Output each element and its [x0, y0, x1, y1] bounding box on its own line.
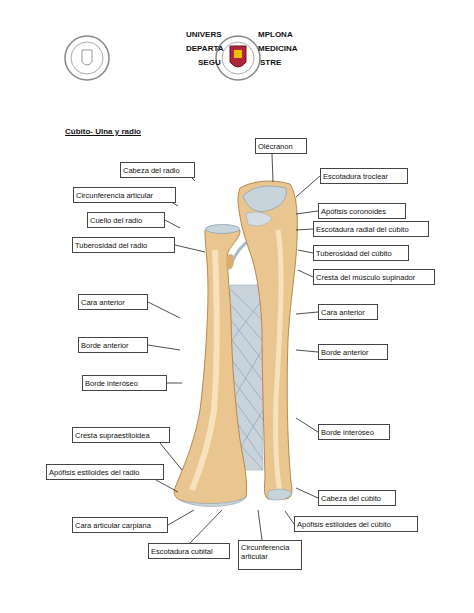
label-box: Cuello del radio — [87, 212, 165, 228]
leader-line — [285, 511, 294, 524]
label-text: Borde anterior — [321, 348, 369, 357]
label-text: Cabeza del cúbito — [321, 494, 381, 503]
leader-line — [258, 510, 262, 540]
label-box: Olécranon — [255, 138, 307, 154]
label-box: Cabeza del radio — [120, 162, 195, 178]
seal-ring — [222, 42, 254, 74]
header-text: UNIVERS — [186, 30, 222, 39]
seal-ring — [71, 42, 103, 74]
fiber — [233, 380, 263, 420]
label-text: Borde interóseo — [85, 379, 138, 388]
label-text: Cuello del radio — [90, 216, 142, 225]
label-text: Cara anterior — [321, 308, 365, 317]
label-text: Circunferencia articular — [241, 543, 299, 561]
radius-bone — [174, 226, 247, 504]
label-box: Escotadura cubital — [148, 543, 230, 559]
label-text: Escotadura radial del cúbito — [316, 225, 409, 234]
label-box: Cabeza del cúbito — [318, 490, 396, 506]
leader-line — [272, 154, 273, 182]
seal-emblem — [234, 50, 242, 58]
header-text: MPLONA — [258, 30, 293, 39]
leader-line — [190, 510, 222, 543]
label-text: Tuberosidad del cúbito — [316, 249, 392, 258]
label-text: Borde interóseo — [321, 428, 374, 437]
leader-line — [296, 211, 318, 214]
header-text: DEPARTA — [186, 44, 223, 53]
leader-line — [175, 245, 205, 252]
leader-line — [296, 488, 318, 498]
label-box: Apófisis coronoides — [318, 203, 406, 219]
leader-line — [296, 312, 318, 314]
label-box: Apófisis estiloides del cúbito — [294, 516, 418, 532]
label-box: Cara anterior — [78, 294, 148, 310]
fiber — [232, 300, 262, 340]
header-text: STRE — [260, 58, 281, 67]
label-box: Borde anterior — [78, 337, 148, 353]
label-text: Cara articular carpiana — [75, 521, 151, 530]
radial-tuberosity — [226, 254, 234, 270]
label-box: Borde interóseo — [318, 424, 390, 440]
label-text: Apófisis estiloides del cúbito — [297, 520, 391, 529]
label-box: Cara articular carpiana — [72, 517, 168, 533]
label-box: Circunferencia articular — [73, 187, 176, 203]
leader-line — [165, 220, 180, 228]
label-text: Apófisis estiloides del radio — [49, 468, 139, 477]
university-seal — [65, 36, 109, 80]
label-box: Apófisis estiloides del radio — [46, 464, 164, 480]
label-text: Escotadura cubital — [151, 547, 213, 556]
ulna-bone — [238, 181, 297, 499]
olecranon-cartilage — [243, 186, 286, 211]
leader-lines — [148, 154, 320, 543]
label-text: Escotadura troclear — [323, 172, 388, 181]
label-box: Tuberosidad del cúbito — [313, 245, 409, 261]
label-text: Apófisis coronoides — [321, 207, 386, 216]
label-box: Cara anterior — [318, 304, 378, 320]
leader-line — [296, 418, 318, 432]
university-seal — [216, 36, 260, 80]
label-text: Olécranon — [258, 142, 293, 151]
leader-line — [148, 302, 180, 318]
label-box: Escotadura radial del cúbito — [313, 221, 429, 237]
leader-line — [296, 229, 313, 230]
label-box: Cresta del músculo supinador — [313, 269, 435, 285]
label-box: Tuberosidad del radio — [72, 237, 175, 253]
label-text: Cresta del músculo supinador — [316, 273, 415, 282]
fiber — [232, 340, 262, 380]
trochlear-cartilage — [246, 212, 272, 226]
seal-emblem — [82, 50, 92, 65]
leader-line — [296, 350, 318, 352]
label-text: Tuberosidad del radio — [75, 241, 147, 250]
leader-line — [298, 250, 313, 253]
label-text: Borde anterior — [81, 341, 129, 350]
fiber — [231, 290, 262, 320]
leader-line — [168, 510, 194, 525]
label-box: Borde anterior — [318, 344, 388, 360]
label-text: Cara anterior — [81, 298, 125, 307]
radial-head-cartilage — [206, 225, 240, 234]
ulnar-head-cartilage — [268, 489, 292, 500]
label-box: Escotadura troclear — [320, 168, 408, 184]
header-text: SEGU — [198, 58, 221, 67]
label-text: Cabeza del radio — [123, 166, 180, 175]
leader-line — [298, 270, 313, 277]
radius-highlight — [192, 250, 217, 490]
fiber — [231, 320, 262, 360]
leader-line — [192, 178, 195, 181]
label-box: Circunferencia articular — [238, 540, 302, 570]
label-text: Cresta supraestiloidea — [75, 431, 150, 440]
header-text: MEDICINA — [258, 44, 298, 53]
leader-line — [296, 176, 320, 197]
seal-shield — [230, 46, 246, 67]
label-text: Circunferencia articular — [76, 191, 153, 200]
leader-line — [148, 345, 180, 350]
ulna-highlight — [276, 230, 281, 492]
carpal-cartilage — [180, 497, 246, 506]
label-box: Cresta supraestiloidea — [72, 427, 170, 443]
diagram-title: Cúbito- Ulna y radio — [65, 127, 141, 136]
label-box: Borde interóseo — [82, 375, 167, 391]
fiber — [233, 350, 262, 400]
leader-line — [167, 383, 182, 384]
leader-line — [156, 480, 178, 492]
